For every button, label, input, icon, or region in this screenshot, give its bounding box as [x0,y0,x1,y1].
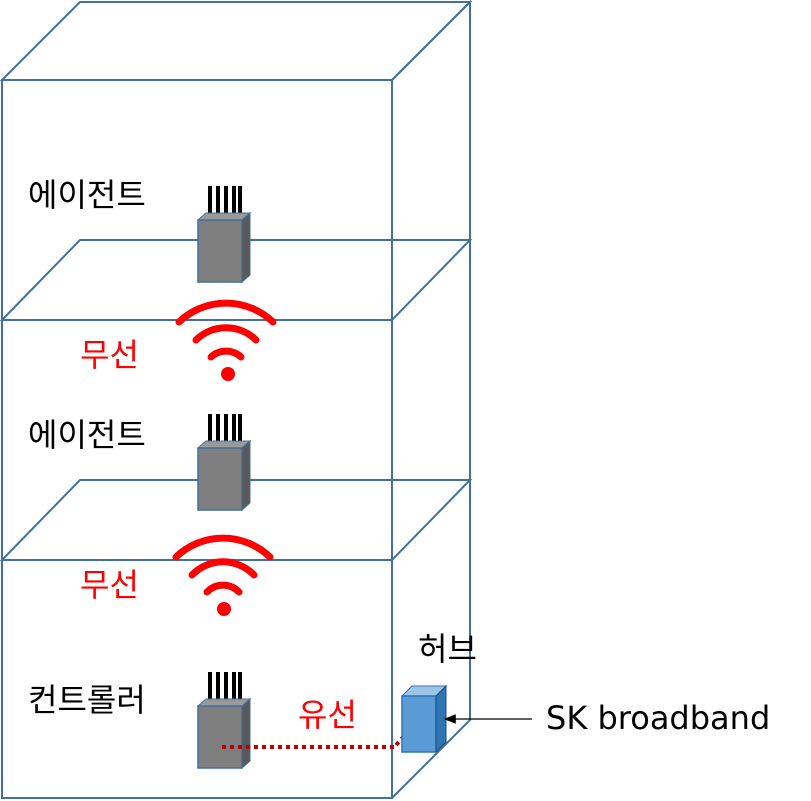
right-side [391,0,471,799]
wifi-icon [175,299,277,381]
agent-router-mid [196,414,252,512]
router-icon [197,705,243,769]
wired-label: 유선 [298,696,357,734]
controller-label: 컨트롤러 [28,681,146,719]
roof [0,1,473,81]
building-frame [0,0,473,799]
wireless-label-bottom: 무선 [80,566,139,604]
hub-icon [401,695,437,753]
hub-device [400,684,448,754]
router-icon [197,219,243,283]
isp-label: SK broadband [546,699,770,737]
hub-label: 허브 [418,630,477,668]
agent-router-top [196,186,252,284]
router-icon [197,447,243,511]
wifi-icon [172,534,274,616]
front-face [1,79,393,799]
wireless-label-top: 무선 [80,336,139,374]
agent-label-mid: 에이전트 [28,416,146,454]
controller-router [196,672,252,770]
floor-plane-bottom [0,479,473,561]
agent-label-top: 에이전트 [28,176,146,214]
floor-plane-top [0,239,473,321]
